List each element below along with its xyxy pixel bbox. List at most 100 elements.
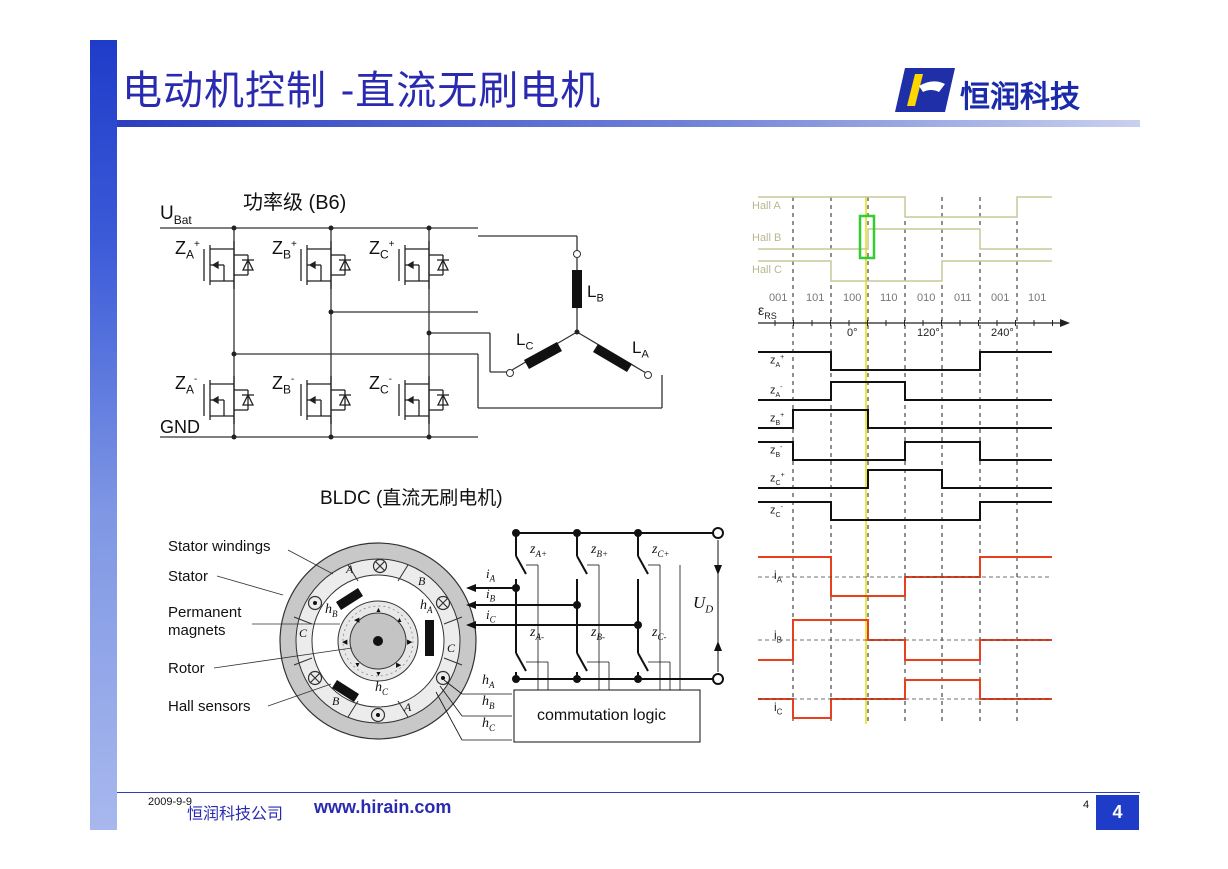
magnets-label: magnets [168,622,226,639]
rotor-label: Rotor [168,660,205,677]
mosfet-b-high [300,241,352,289]
state-1: 101 [806,292,825,304]
current-a-wave [758,556,1052,597]
switch-wave-2 [758,409,1052,429]
signal-hb-label: hB [482,694,495,711]
winding-label-lc: LC [516,330,534,353]
state-5: 011 [954,292,972,304]
hall-row-label-1: Hall B [752,232,782,244]
current-ia-label: iA [486,566,496,584]
state-7: 101 [1028,292,1047,304]
svg-text:◀: ◀ [342,639,348,646]
svg-text:▶: ▶ [407,639,413,646]
stator-label: Stator [168,568,209,585]
title-underline [117,120,1140,127]
switch-wave-4 [758,469,1052,489]
switch-row-label-2: zB+ [770,412,785,427]
footer-company: 恒润科技公司 [187,804,284,823]
current-ic-label: iC [486,607,496,625]
switch-wave-5 [758,501,1052,521]
switch-zb-plus: zB+ [591,542,609,559]
switch-label-high-b: ZB+ [272,238,297,262]
mosfet-a-low [203,376,255,424]
hall-row-label-0: Hall A [752,200,781,212]
angle-0: 0° [847,327,858,339]
hall-transition-highlight [858,214,876,260]
switch-label-high-c: ZC+ [369,238,395,262]
side-accent-bar [90,40,117,830]
hall-row-label-2: Hall C [752,264,782,276]
svg-text:▼: ▼ [354,662,361,669]
hall-ha-label: hA [420,598,433,615]
state-6: 001 [991,292,1010,304]
switch-label-low-b: ZB- [272,373,295,397]
ground-label: GND [160,417,200,437]
page-title: 电动机控制 -直流无刷电机 [122,68,602,114]
current-row-label-2: iC [774,700,783,717]
switch-row-label-1: zA- [770,384,783,399]
bldc-title: BLDC (直流无刷电机) [320,488,503,509]
power-stage-diagram [160,227,663,438]
mosfet-a-high [203,241,255,289]
angle-2: 240° [991,327,1014,339]
switch-wave-1 [758,381,1052,401]
current-ib-label: iB [486,586,496,604]
switch-zb-minus: zB- [591,625,605,642]
svg-text:▶: ▶ [396,662,402,669]
hall-b-wave [758,228,1052,250]
hall-a-wave [758,196,1052,218]
commutation-logic-box [513,689,701,743]
supply-label: UBat [160,203,192,227]
svg-text:▲: ▲ [396,617,403,624]
winding-inductors [524,270,632,372]
winding-letter-c-left: C [299,626,308,640]
current-row-label-0: iA [774,568,783,585]
control-wires [435,564,681,741]
winding-label-la: LA [632,338,649,361]
winding-letter-a-bottom: A [404,700,412,714]
signal-ha-label: hA [482,673,495,690]
svg-text:◀: ◀ [354,617,360,624]
states-label: εRS [758,302,777,321]
switch-zc-minus: zC- [652,625,667,642]
motor-cross-section: ▲▼◀▶ ◀▲▼▶ [213,542,477,740]
switch-label-low-a: ZA- [175,373,198,397]
page-number-badge: 4 [1096,795,1139,830]
switch-za-minus: zA- [530,625,544,642]
state-0: 001 [769,292,788,304]
signal-hc-label: hC [482,716,496,733]
state-2: 100 [843,292,862,304]
mosfet-c-high [398,241,450,289]
winding-letter-c-right: C [447,641,456,655]
stator-windings-label: Stator windings [168,538,271,555]
hall-sensors-label: Hall sensors [168,698,251,715]
footer-rule [117,792,1140,793]
switch-wave-3 [758,441,1052,461]
supply-ud-label: UD [693,593,714,616]
hall-c-wave [758,260,1052,282]
switch-za-plus: zA+ [530,542,548,559]
power-stage-title: 功率级 (B6) [243,192,347,214]
timing-diagram [758,196,1070,724]
winding-letter-b-bottom: B [332,694,340,708]
footer-url[interactable]: www.hirain.com [314,797,452,817]
switch-row-label-3: zB- [770,444,783,459]
state-3: 110 [880,292,898,304]
supply-terminals [712,527,724,685]
mosfet-b-low [300,376,352,424]
power-stage-nodes [231,225,580,440]
switch-wave-0 [758,351,1052,371]
footer-page-small: 4 [1083,799,1090,811]
mosfet-switches [203,241,450,424]
winding-letter-b-top: B [418,574,426,588]
permanent-label: Permanent [168,604,242,621]
svg-text:▲: ▲ [375,607,382,614]
switch-zc-plus: zC+ [652,542,670,559]
winding-label-lb: LB [587,282,604,305]
commutation-logic-label: commutation logic [537,707,666,724]
switch-row-label-5: zC- [770,504,783,519]
switch-row-label-0: zA+ [770,354,785,369]
power-stage-terminals [506,250,652,379]
switch-label-high-a: ZA+ [175,238,200,262]
